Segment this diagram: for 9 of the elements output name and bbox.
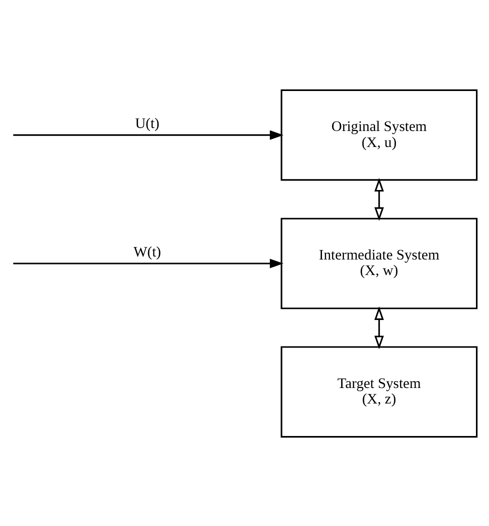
arrow bbox=[13, 130, 284, 140]
edge-label: U(t) bbox=[135, 115, 160, 132]
arrow bbox=[13, 258, 284, 268]
arrow bbox=[374, 306, 384, 349]
node-box: Intermediate System (X, w) bbox=[280, 217, 478, 309]
arrow bbox=[374, 177, 384, 220]
node-box: Original System (X, u) bbox=[280, 88, 478, 180]
edge-label: W(t) bbox=[133, 244, 162, 260]
node-box: Target System (X, z) bbox=[280, 346, 478, 438]
